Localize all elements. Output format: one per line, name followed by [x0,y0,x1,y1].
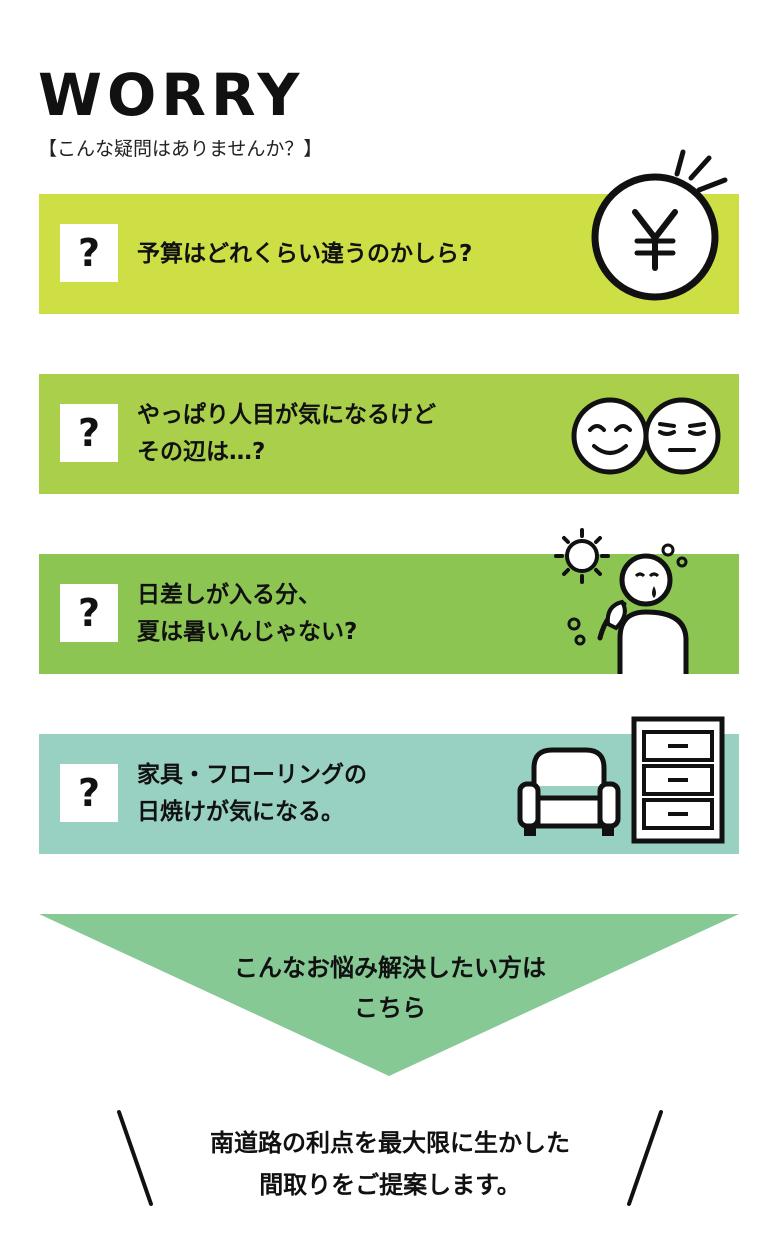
worry-text: やっぱり人目が気になるけど その辺は…? [137,374,436,494]
worry-text: 日差しが入る分、 夏は暑いんじゃない? [137,554,357,674]
worry-text-line: その辺は…? [137,439,266,465]
faces-icon [571,397,721,475]
yen-coin-icon [591,149,728,301]
question-mark-box: ? [60,224,118,282]
worry-text-line: やっぱり人目が気になるけど [137,402,436,428]
question-mark-box: ? [60,584,118,642]
worry-text-line: 日差しが入る分、 [137,582,321,608]
right-slash-decoration [627,1110,663,1206]
proposal-text: 南道路の利点を最大限に生かした 間取りをご提案します。 [0,1122,780,1206]
proposal-line: 南道路の利点を最大限に生かした [210,1129,570,1157]
worry-card-sunburn: ? 家具・フローリングの 日焼けが気になる。 [39,734,739,854]
worry-text-line: 日焼けが気になる。 [137,799,344,825]
header-title: WORRY [38,61,305,129]
proposal-line: 間取りをご提案します。 [259,1171,521,1199]
worry-text-line: 家具・フローリングの [137,762,367,788]
left-slash-decoration [117,1110,153,1206]
worry-text: 家具・フローリングの 日焼けが気になる。 [137,734,367,854]
cta-line: こんなお悩み解決したい方は [234,954,546,982]
question-mark-box: ? [60,404,118,462]
worry-text: 予算はどれくらい違うのかしら? [137,194,472,314]
worry-text-line: 夏は暑いんじゃない? [137,619,358,645]
cta-line: こちら [354,994,426,1022]
down-arrow-triangle [39,914,739,1076]
worry-text-line: 予算はどれくらい違うのかしら? [137,240,473,267]
cta-text: こんなお悩み解決したい方は こちら [0,948,780,1028]
question-mark-box: ? [60,764,118,822]
header-subtitle: 【こんな疑問はありませんか？】 [38,138,323,160]
hot-person-icon [554,528,689,674]
furniture-icon [517,716,725,844]
